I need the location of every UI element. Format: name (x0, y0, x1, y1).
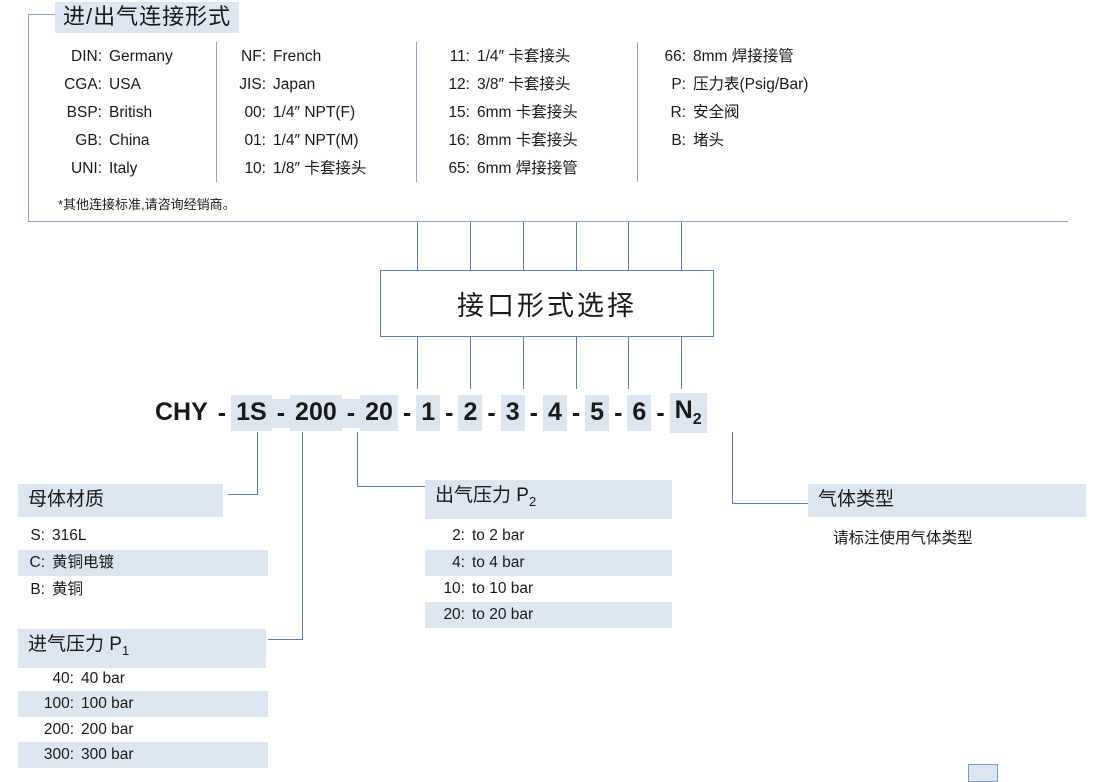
option-12: 12:3/8″ 卡套接头 (448, 76, 571, 93)
connector-body-material-v (257, 432, 258, 494)
option-16: 16:8mm 卡套接头 (448, 132, 578, 149)
body-material-title: 母体材质 (18, 484, 223, 517)
column-divider-2 (416, 42, 417, 182)
outlet-pressure-item-20: 20:to 20 bar (425, 602, 672, 628)
outlet-pressure-item-4: 4:to 4 bar (425, 550, 672, 576)
code-segment-20[interactable]: 20 (360, 395, 398, 431)
outlet-pressure-item-10: 10:to 10 bar (443, 580, 534, 597)
inlet-pressure-title-text: 进气压力 P (28, 634, 122, 655)
connector-gas-type-h (732, 503, 808, 504)
outlet-pressure-title: 出气压力 P2 (425, 480, 672, 519)
connector-top-4 (576, 222, 577, 270)
code-dash-11: - (487, 398, 496, 427)
option-15: 15:6mm 卡套接头 (448, 104, 578, 121)
connector-top-3 (523, 222, 524, 270)
option-p: P:压力表(Psig/Bar) (671, 76, 809, 93)
connector-gas-type-v (732, 432, 733, 503)
connector-top-5 (628, 222, 629, 270)
connector-digit-1 (417, 337, 418, 389)
option-66: 66:8mm 焊接接管 (664, 48, 794, 65)
connector-outlet-pressure-v (357, 432, 358, 486)
code-dash-1: - (217, 398, 227, 427)
option-11: 11:1/4″ 卡套接头 (449, 48, 571, 65)
connector-digit-2 (470, 337, 471, 389)
code-segment-3[interactable]: 3 (500, 395, 525, 431)
code-dash-5: - (341, 398, 361, 428)
column-divider-3 (637, 42, 638, 182)
option-b: B:堵头 (671, 132, 725, 149)
option-65: 65:6mm 焊接接管 (448, 160, 578, 177)
connection-type-group (28, 14, 1068, 222)
group-border-bottom (28, 221, 1068, 222)
code-segment-N[interactable]: N2 (669, 393, 707, 433)
option-nf: NF:French (241, 48, 322, 65)
option-jis: JIS:Japan (239, 76, 316, 93)
interface-type-box[interactable]: 接口形式选择 (380, 270, 714, 337)
connector-digit-6 (681, 337, 682, 389)
corner-artifact (968, 764, 998, 782)
inlet-pressure-item-100: 100:100 bar (18, 691, 268, 717)
outlet-pressure-item-2: 2:to 2 bar (452, 527, 525, 544)
option-din: DIN:Germany (71, 48, 173, 65)
code-segment-200[interactable]: 200 (290, 395, 342, 431)
outlet-pressure-subscript: 2 (528, 493, 537, 509)
body-material-item-c: C:黄铜电镀 (18, 550, 268, 576)
connector-body-material-h (228, 494, 258, 495)
inlet-pressure-item-40: 40:40 bar (52, 670, 125, 687)
code-dash-9: - (445, 398, 454, 427)
code-dash-17: - (614, 398, 623, 427)
body-material-item-b: B:黄铜 (30, 581, 84, 598)
code-dash-15: - (571, 398, 581, 427)
code-segment-5[interactable]: 5 (585, 395, 610, 431)
code-dash-13: - (529, 398, 538, 427)
code-subscript: 2 (692, 411, 702, 428)
code-segment-4[interactable]: 4 (542, 395, 567, 431)
code-dash-7: - (402, 398, 412, 427)
option-01: 01:1/4″ NPT(M) (244, 132, 359, 149)
code-segment-2[interactable]: 2 (458, 395, 483, 431)
option-10: 10:1/8″ 卡套接头 (244, 160, 367, 177)
group-border-left (28, 14, 29, 222)
connector-top-1 (417, 222, 418, 270)
code-segment-CHY[interactable]: CHY (155, 398, 208, 426)
code-dash-3: - (271, 398, 291, 428)
option-r: R:安全阀 (670, 104, 740, 121)
code-segment-6[interactable]: 6 (627, 395, 652, 431)
inlet-pressure-subscript: 1 (121, 642, 130, 658)
connector-digit-5 (628, 337, 629, 389)
connector-inlet-pressure-h (268, 639, 303, 640)
code-segment-1[interactable]: 1 (416, 395, 441, 431)
connector-inlet-pressure-v (302, 432, 303, 639)
inlet-pressure-item-200: 200:200 bar (43, 721, 134, 738)
gas-type-title: 气体类型 (808, 484, 1086, 517)
connector-outlet-pressure-h (357, 486, 425, 487)
option-cga: CGA:USA (64, 76, 141, 93)
inlet-pressure-item-300: 300:300 bar (18, 742, 268, 768)
code-dash-19: - (656, 398, 665, 427)
option-bsp: BSP:British (66, 104, 153, 121)
outlet-pressure-title-text: 出气压力 P (435, 485, 529, 506)
code-segment-1S[interactable]: 1S (231, 395, 272, 431)
option-uni: UNI:Italy (71, 160, 138, 177)
option-00: 00:1/4″ NPT(F) (244, 104, 356, 121)
connector-top-2 (470, 222, 471, 270)
connection-type-title: 进/出气连接形式 (55, 2, 240, 33)
body-material-item-s: S:316L (30, 527, 87, 544)
gas-type-note: 请标注使用气体类型 (833, 530, 973, 547)
connector-digit-3 (523, 337, 524, 389)
option-gb: GB:China (75, 132, 150, 149)
product-code-line: CHY-1S-200-20-1-2-3-4-5-6-N2 (150, 393, 707, 433)
inlet-pressure-title: 进气压力 P1 (18, 629, 266, 668)
connector-top-6 (681, 222, 682, 270)
interface-type-label: 接口形式选择 (457, 291, 637, 321)
connector-digit-4 (576, 337, 577, 389)
connection-footnote: *其他连接标准,请咨询经销商。 (58, 197, 236, 212)
group-border-top-left (28, 14, 55, 15)
column-divider-1 (216, 42, 217, 182)
